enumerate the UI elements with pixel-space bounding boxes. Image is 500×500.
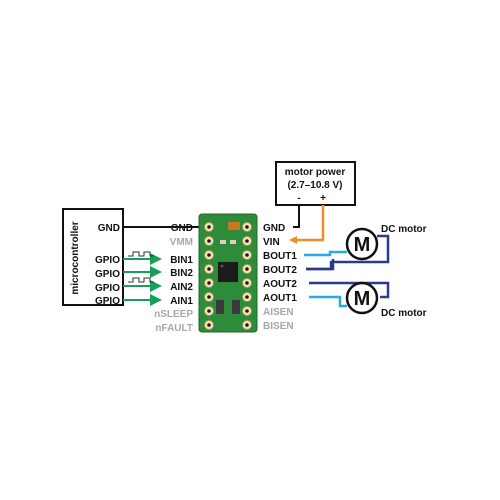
pin-vin: VIN: [263, 237, 280, 248]
pin-nfault: nFAULT: [155, 323, 193, 334]
pin-nsleep: nSLEEP: [154, 309, 193, 320]
motor-power-block: motor power (2.7–10.8 V) - +: [275, 161, 356, 206]
motor-driver-board: [198, 213, 258, 333]
bout1-wire: [304, 250, 347, 257]
pin-vmm: VMM: [170, 237, 193, 248]
mc-gpio3-label: GPIO: [95, 283, 120, 294]
power-vin-wire: [295, 205, 325, 242]
mc-gnd-label: GND: [98, 223, 120, 234]
pin-aout1: AOUT1: [263, 293, 297, 304]
driver-ic-chip: [218, 262, 238, 282]
microcontroller-block: microcontroller GND GPIO GPIO GPIO GPIO: [62, 208, 124, 307]
pin-bout1: BOUT1: [263, 251, 297, 262]
pwm-wave-1: [128, 251, 154, 257]
mc-gpio4-label: GPIO: [95, 296, 120, 307]
power-ground-wire: [293, 205, 300, 228]
pin-gnd-left: GND: [171, 223, 193, 234]
pin-gnd-right: GND: [263, 223, 285, 234]
microcontroller-label: microcontroller: [70, 221, 81, 294]
pin-bin1: BIN1: [170, 255, 193, 266]
motor-b-m: M: [354, 234, 371, 256]
motor-b-label: DC motor: [381, 224, 427, 235]
mc-gpio2-label: GPIO: [95, 269, 120, 280]
aout1-wire: [309, 295, 347, 308]
power-plus-label: +: [320, 193, 326, 204]
pin-bout2: BOUT2: [263, 265, 297, 276]
motor-power-title: motor power: [285, 167, 346, 178]
pin-bisen: BISEN: [263, 321, 294, 332]
gpio-signal-lines: [123, 251, 162, 306]
pin-aout2: AOUT2: [263, 279, 297, 290]
board-right-pin-labels: GND VIN BOUT1 BOUT2 AOUT2 AOUT1 AISEN BI…: [263, 223, 297, 332]
motor-power-range: (2.7–10.8 V): [287, 180, 342, 191]
sense-resistor-a: [216, 300, 224, 314]
power-minus-label: -: [297, 193, 300, 204]
motor-a-label: DC motor: [381, 308, 427, 319]
sense-resistor-b: [232, 300, 240, 314]
capacitor: [228, 222, 240, 230]
pin-ain2: AIN2: [170, 282, 193, 293]
pin-ain1: AIN1: [170, 296, 193, 307]
motor-a-m: M: [354, 288, 371, 310]
mc-gpio1-label: GPIO: [95, 255, 120, 266]
vin-arrowhead: [289, 236, 297, 244]
motor-b-symbol: [345, 227, 379, 261]
board-right-pin-holes: [242, 222, 252, 330]
pin-bin2: BIN2: [170, 268, 193, 279]
board-left-pin-labels: GND VMM BIN1 BIN2 AIN2 AIN1 nSLEEP nFAUL…: [154, 223, 193, 334]
motor-b-return-wire: [333, 234, 390, 264]
pwm-wave-2: [128, 277, 154, 283]
aout2-wire: [309, 281, 390, 299]
pin-aisen: AISEN: [263, 307, 294, 318]
motor-a-symbol: [345, 281, 379, 315]
